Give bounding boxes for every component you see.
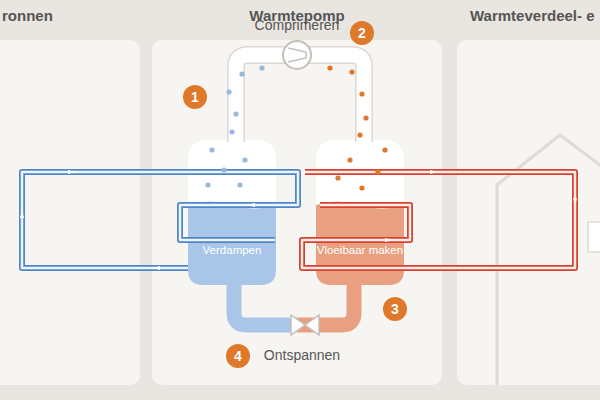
- evaporator-vessel: [188, 140, 276, 285]
- panel-distribution: Warmteverdeel- e: [457, 40, 600, 385]
- evaporator-vessel: Verdampen: [188, 140, 276, 285]
- flow-arrows: [20, 170, 577, 270]
- condenser-vessel: [316, 140, 404, 285]
- panel-heading: Warmteverdeel- e: [470, 7, 595, 24]
- source-loop: [22, 172, 298, 268]
- distribution-loop: [302, 172, 575, 268]
- radiator: [588, 222, 600, 252]
- panel-ground: [457, 40, 600, 385]
- vapour-dots-cold: [205, 65, 264, 187]
- panel-heading: ronnen: [2, 7, 53, 24]
- panel-ground: [152, 40, 442, 385]
- callout-number: 3: [383, 297, 407, 321]
- callout-number: 4: [226, 344, 250, 368]
- callout-number: 2: [350, 21, 374, 45]
- panel-heat-source: ronnen: [0, 40, 140, 385]
- compressor-symbol: [283, 41, 311, 69]
- source-loop-inner: [22, 172, 298, 268]
- vessel-label: Verdampen: [188, 244, 276, 256]
- distribution-loop-inner: [302, 172, 575, 268]
- step-label: Comprimeren: [255, 17, 340, 33]
- condenser-vessel: Vloeibaar maken: [316, 140, 404, 285]
- vessel-label: Vloeibaar maken: [316, 244, 404, 256]
- expansion-valve: [291, 315, 319, 335]
- vapour-dots-hot: [327, 65, 387, 190]
- callout-number: 1: [183, 85, 207, 109]
- step-label: Ontspannen: [264, 347, 340, 363]
